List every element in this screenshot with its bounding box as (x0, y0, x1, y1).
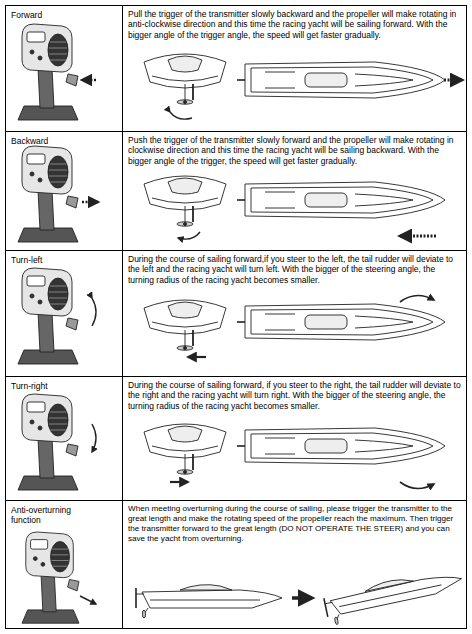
row-label: Forward (6, 6, 94, 24)
instruction-text: During the course of sailing forward, if… (123, 377, 466, 414)
label-cell: Backward (5, 131, 123, 251)
description-cell: Push the trigger of the transmitter slow… (122, 131, 467, 251)
description-cell: During the course of sailing forward, if… (122, 376, 467, 501)
label-cell: Anti-overturning function (5, 500, 123, 629)
instruction-text: Pull the trigger of the transmitter slow… (123, 6, 466, 43)
instruction-text: During the course of sailing forward,if … (123, 251, 466, 288)
description-cell: Pull the trigger of the transmitter slow… (122, 5, 467, 132)
instruction-text: When meeting overturning during the cour… (123, 501, 466, 547)
row-label: Anti-overturning function (6, 501, 94, 530)
label-cell: Forward (5, 5, 123, 132)
description-cell: During the course of sailing forward,if … (122, 250, 467, 377)
row-label: Backward (6, 132, 94, 150)
row-label: Turn-left (6, 251, 94, 269)
label-cell: Turn-right (5, 376, 123, 501)
instruction-text: Push the trigger of the transmitter slow… (123, 132, 466, 169)
description-cell: When meeting overturning during the cour… (122, 500, 467, 629)
label-cell: Turn-left (5, 250, 123, 377)
row-label: Turn-right (6, 377, 94, 395)
